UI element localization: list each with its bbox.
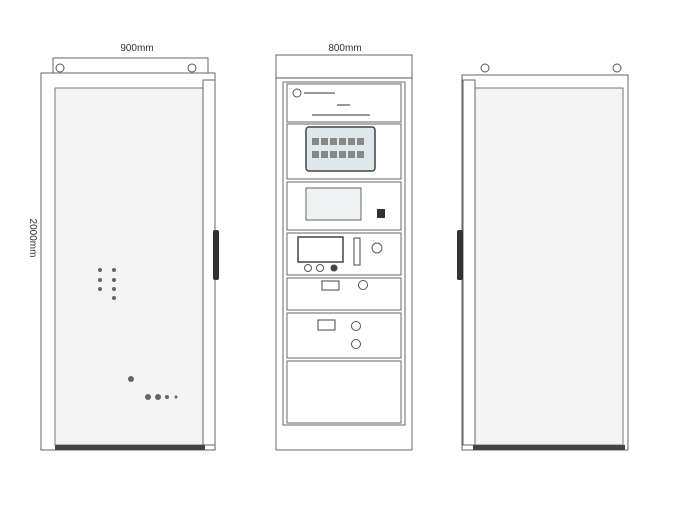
blank-panel (286, 360, 402, 424)
touchscreen (305, 126, 376, 172)
width-dimension-label: 900mm (120, 43, 153, 54)
left-cabinet: 900mm 2000mm (27, 43, 219, 451)
logo-icon (292, 88, 302, 98)
door-handle (213, 230, 219, 280)
right-cabinet (457, 63, 629, 451)
pressure-gauge-icon (351, 339, 361, 349)
small-gauge (317, 319, 336, 331)
hinge-strip (462, 79, 476, 446)
pressure-panel-2 (286, 312, 402, 359)
lifting-eye-icon (480, 63, 490, 73)
screen-icons (312, 138, 364, 158)
nameplate-panel (286, 83, 402, 123)
meter-gauge (297, 236, 344, 263)
door-panel (54, 87, 204, 446)
width-dimension-label: 800mm (328, 43, 361, 54)
pressure-panel-1 (286, 277, 402, 311)
top-strip (52, 57, 209, 74)
pressure-gauge-icon (358, 280, 368, 290)
door-panel (474, 87, 624, 446)
center-cabinet: 800mm (275, 43, 413, 451)
door-handle (457, 230, 463, 280)
lifting-eye-icon (55, 63, 65, 73)
height-dimension-label: 2000mm (27, 219, 38, 258)
lifting-eye-icon (612, 63, 622, 73)
base (473, 445, 625, 450)
rotameter (353, 237, 361, 266)
lifting-eye-icon (187, 63, 197, 73)
base (55, 445, 205, 450)
switch (377, 209, 385, 218)
small-gauge (321, 280, 340, 291)
analyzer-display (305, 187, 362, 221)
pressure-gauge-icon (351, 321, 361, 331)
knob-icon (371, 242, 383, 254)
indicator-lights (98, 268, 178, 400)
